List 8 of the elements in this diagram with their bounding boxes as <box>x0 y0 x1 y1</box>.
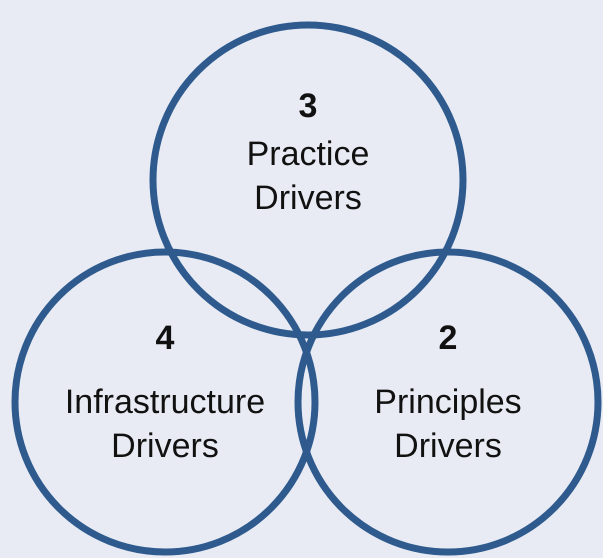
count-number: 2 <box>438 318 458 358</box>
venn-circle <box>11 248 319 556</box>
venn-circle <box>294 248 602 556</box>
circle-label: Infrastructure Drivers <box>64 382 266 467</box>
circle-label: Principles Drivers <box>373 382 523 467</box>
circle-label: Practice Drivers <box>246 134 370 219</box>
count-number: 4 <box>156 318 174 358</box>
count-number: 3 <box>298 86 318 126</box>
